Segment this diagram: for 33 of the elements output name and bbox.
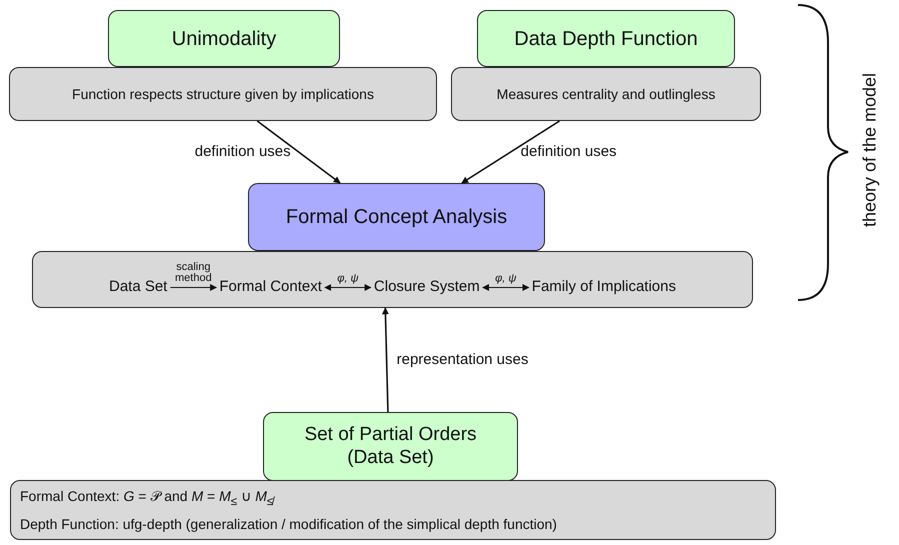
title-box (477, 10, 735, 67)
node-text: Formal Concept Analysis (286, 205, 508, 229)
description-box (9, 67, 437, 121)
node-text: Depth Function: ufg-depth (generalization / modification of the simplical depth function) (20, 516, 557, 532)
arrow (461, 120, 560, 184)
title-box (108, 10, 340, 67)
description-box (451, 67, 761, 121)
arrow (256, 120, 341, 184)
edge-label: φ, ψ (336, 272, 360, 284)
arrow (382, 307, 389, 412)
node-text: Formal Context (219, 278, 322, 296)
edge-label: definition uses (520, 144, 617, 160)
edge-label: scaling method (174, 261, 213, 284)
arrow (482, 284, 530, 291)
node-text: Set of Partial Orders (Data Set) (303, 424, 478, 470)
node-text: Closure System (374, 278, 480, 296)
side-label: theory of the model (860, 72, 880, 228)
node-text: Data Set (108, 278, 168, 296)
node-text: Data Depth Function (514, 26, 698, 50)
edge-label: definition uses (194, 144, 291, 160)
node-text: Unimodality (172, 26, 276, 50)
node-text: Function respects structure given by implications (72, 86, 374, 102)
title-box (248, 183, 545, 251)
chain-box (32, 251, 753, 308)
edge-label: φ, ψ (494, 272, 518, 284)
arrow (324, 284, 372, 291)
edge-label: representation uses (396, 352, 528, 368)
title-box (263, 412, 518, 481)
node-text: Formal Context: G = 𝒫 and M = M$_{≤}$ ∪ M$_{≰}$ (20, 488, 274, 508)
description-box (10, 480, 776, 540)
node-text: Measures centrality and outlingless (496, 86, 716, 102)
node-text: Family of Implications (532, 278, 676, 296)
arrow (170, 284, 218, 291)
